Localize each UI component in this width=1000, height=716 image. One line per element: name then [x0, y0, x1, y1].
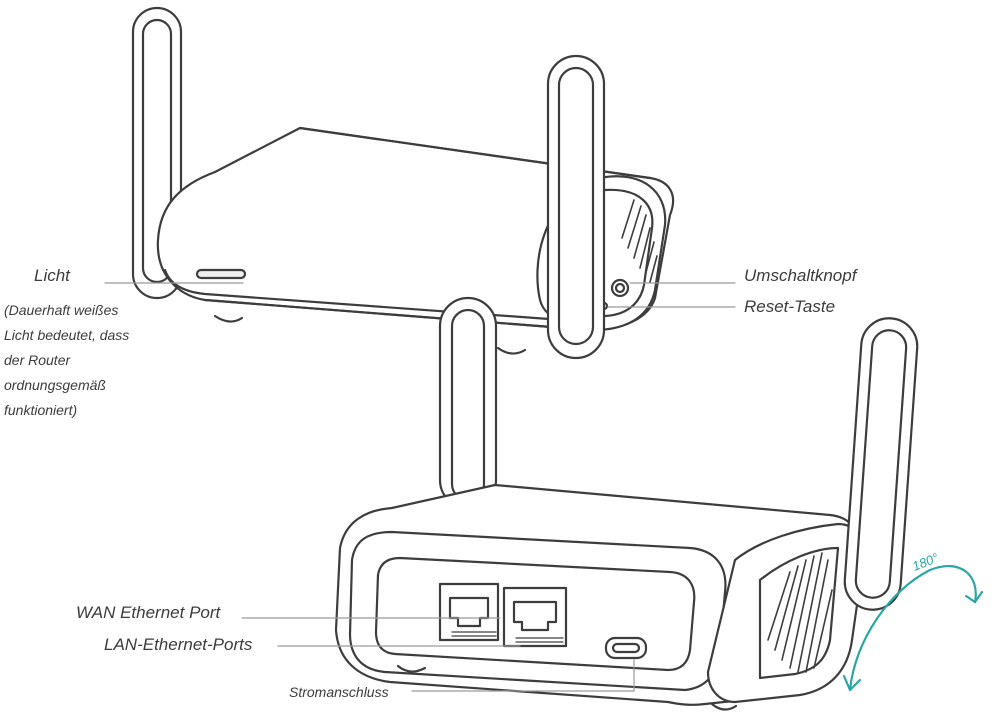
toggle-switch	[610, 278, 630, 298]
label-light-note-line: funktioniert)	[4, 402, 78, 418]
top-router	[131, 6, 675, 360]
bottom-router-antenna-right	[843, 317, 919, 611]
label-light-note-line: (Dauerhaft weißes	[4, 302, 119, 318]
label-light-note-line: Licht bedeutet, dass	[4, 327, 130, 343]
label-wan: WAN Ethernet Port	[76, 603, 221, 622]
bottom-router	[334, 296, 919, 711]
lan-ethernet-port	[502, 586, 568, 648]
label-light-note-line: der Router	[4, 352, 71, 368]
rotation-arrow	[842, 565, 984, 692]
wan-ethernet-port	[438, 582, 500, 642]
label-light: Licht	[34, 266, 70, 285]
label-lan: LAN-Ethernet-Ports	[104, 635, 253, 654]
bottom-router-body	[334, 483, 864, 711]
label-power: Stromanschluss	[289, 684, 389, 700]
bottom-router-side-vents	[767, 552, 833, 673]
label-light-note-line: ordnungsgemäß	[4, 377, 106, 393]
bottom-router-antenna-left	[438, 296, 498, 510]
label-light-note: (Dauerhaft weißes Licht bedeutet, dass d…	[4, 298, 129, 423]
label-switch: Umschaltknopf	[744, 266, 857, 285]
top-router-antenna-right	[546, 54, 606, 360]
status-light-strip	[195, 268, 247, 280]
label-reset: Reset-Taste	[744, 297, 836, 316]
leader-lines	[104, 282, 736, 692]
top-router-side-vents	[621, 199, 658, 283]
